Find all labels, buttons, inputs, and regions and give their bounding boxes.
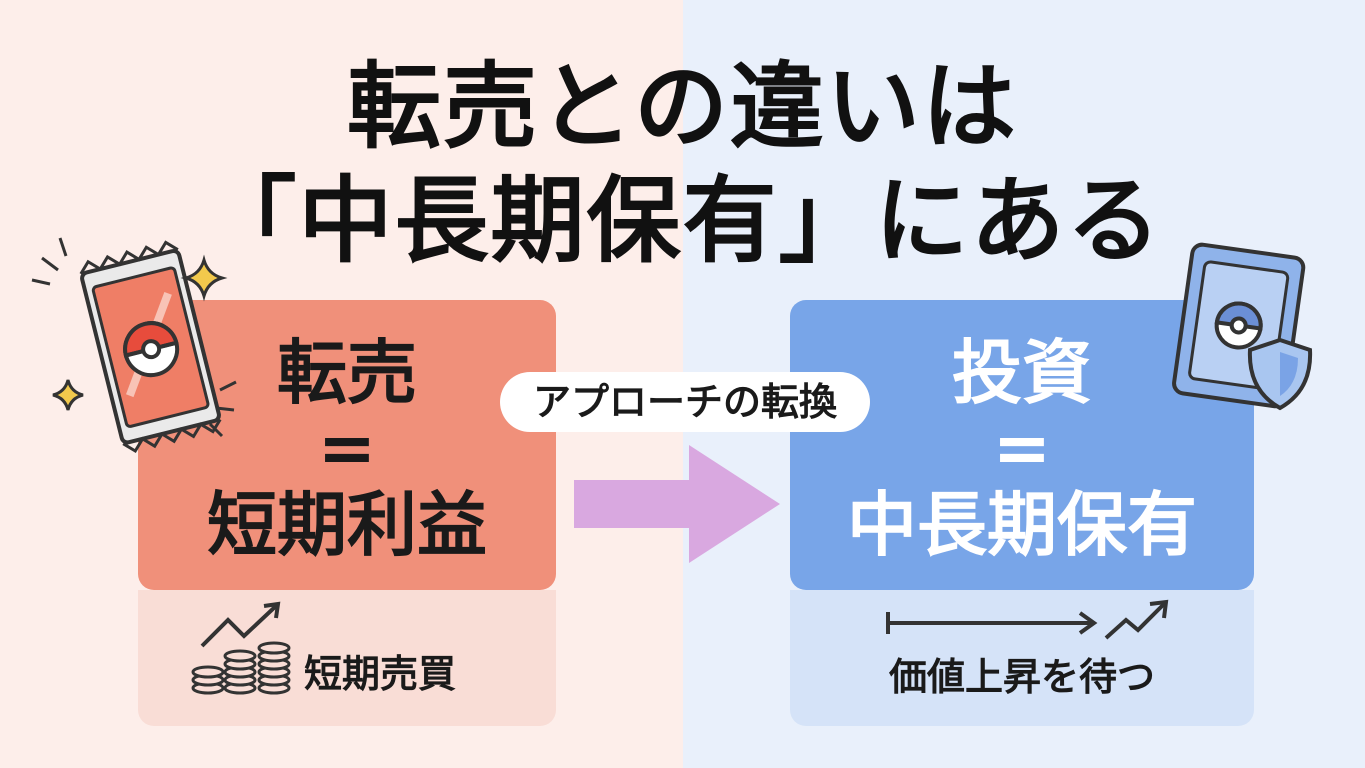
sparkle-icon — [31, 237, 237, 438]
resale-sub-label: 短期売買 — [304, 652, 457, 696]
investment-equals: = — [992, 407, 1052, 489]
transition-label: アプローチの転換 — [500, 372, 870, 432]
resale-sub-panel — [138, 590, 556, 726]
investment-value: 中長期保有 — [847, 484, 1197, 566]
investment-sub-label: 価値上昇を待つ — [888, 655, 1155, 699]
timeline-growth-icon — [886, 599, 1169, 640]
transition-arrow-icon — [574, 445, 780, 563]
resale-heading: 転売 — [277, 332, 417, 414]
resale-panel — [138, 300, 556, 590]
investment-panel — [790, 300, 1254, 590]
card-shield-icon — [1172, 242, 1313, 411]
resale-equals: = — [317, 407, 377, 489]
title-line-1: 転売との違いは — [346, 53, 1019, 162]
booster-pack-icon — [79, 240, 222, 454]
investment-heading: 投資 — [952, 332, 1092, 414]
coins-growth-icon — [191, 601, 291, 695]
investment-sub-panel — [790, 590, 1254, 726]
resale-value: 短期利益 — [207, 484, 487, 566]
title-line-2: 「中長期保有」にある — [202, 167, 1163, 276]
